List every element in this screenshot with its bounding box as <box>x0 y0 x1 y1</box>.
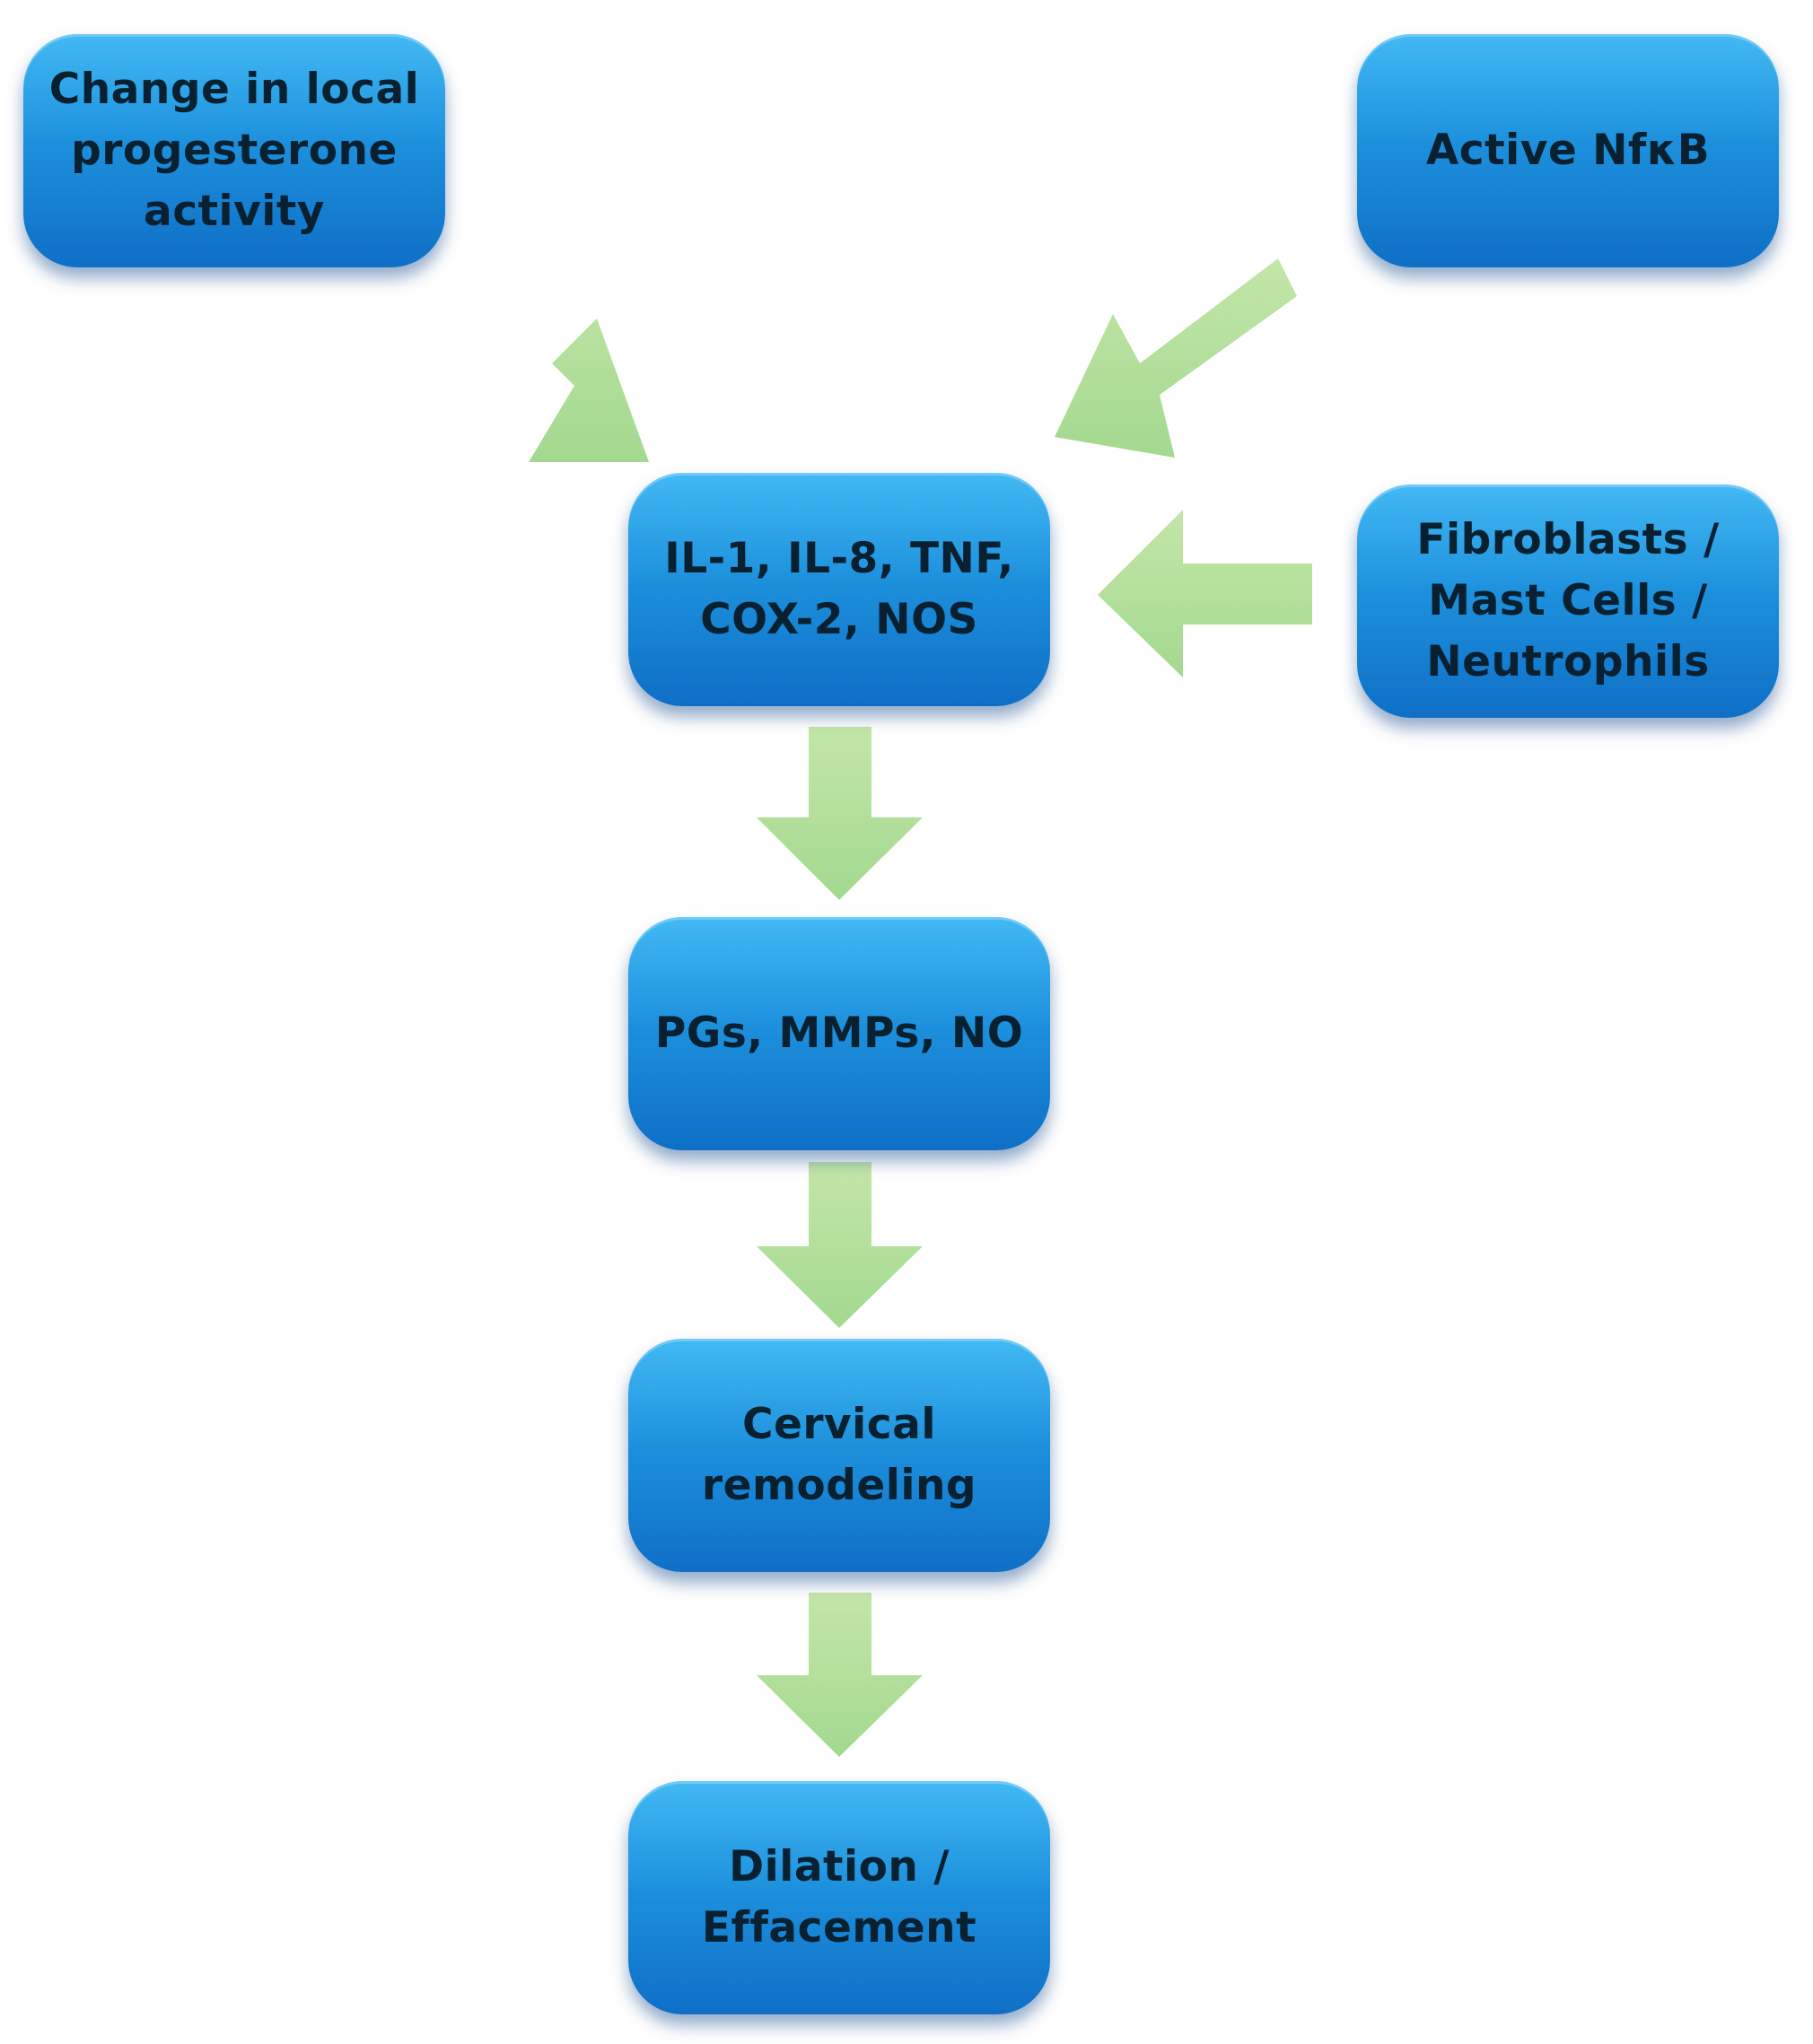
node-cervical-remodeling-label: Cervical remodeling <box>701 1400 977 1510</box>
node-progesterone-change: Change in local progesterone activity <box>23 34 445 267</box>
node-dilation-effacement: Dilation / Effacement <box>628 1781 1050 2014</box>
node-cytokines: IL-1, IL-8, TNF, COX-2, NOS <box>628 473 1050 706</box>
arrow-cytokines-to-pgs <box>757 727 923 900</box>
node-active-nfkb-label: Active NfκB <box>1425 126 1711 175</box>
arrow-remodeling-to-dilation <box>757 1593 923 1757</box>
node-pgs-mmps-no-label: PGs, MMPs, NO <box>654 1009 1024 1058</box>
arrow-progesterone-to-cytokines <box>435 247 649 462</box>
node-immune-cells-label: Fibroblasts / Mast Cells / Neutrophils <box>1416 515 1720 686</box>
arrow-pgs-to-remodeling <box>757 1162 923 1328</box>
arrow-nfkb-to-cytokines <box>1055 258 1297 458</box>
arrow-cells-to-cytokines <box>1098 510 1312 677</box>
node-cervical-remodeling: Cervical remodeling <box>628 1339 1050 1572</box>
node-dilation-effacement-label: Dilation / Effacement <box>701 1842 977 1952</box>
node-progesterone-change-label: Change in local progesterone activity <box>48 65 420 236</box>
node-pgs-mmps-no: PGs, MMPs, NO <box>628 917 1050 1150</box>
node-cytokines-label: IL-1, IL-8, TNF, COX-2, NOS <box>664 534 1014 644</box>
node-immune-cells: Fibroblasts / Mast Cells / Neutrophils <box>1357 485 1779 718</box>
node-active-nfkb: Active NfκB <box>1357 34 1779 267</box>
